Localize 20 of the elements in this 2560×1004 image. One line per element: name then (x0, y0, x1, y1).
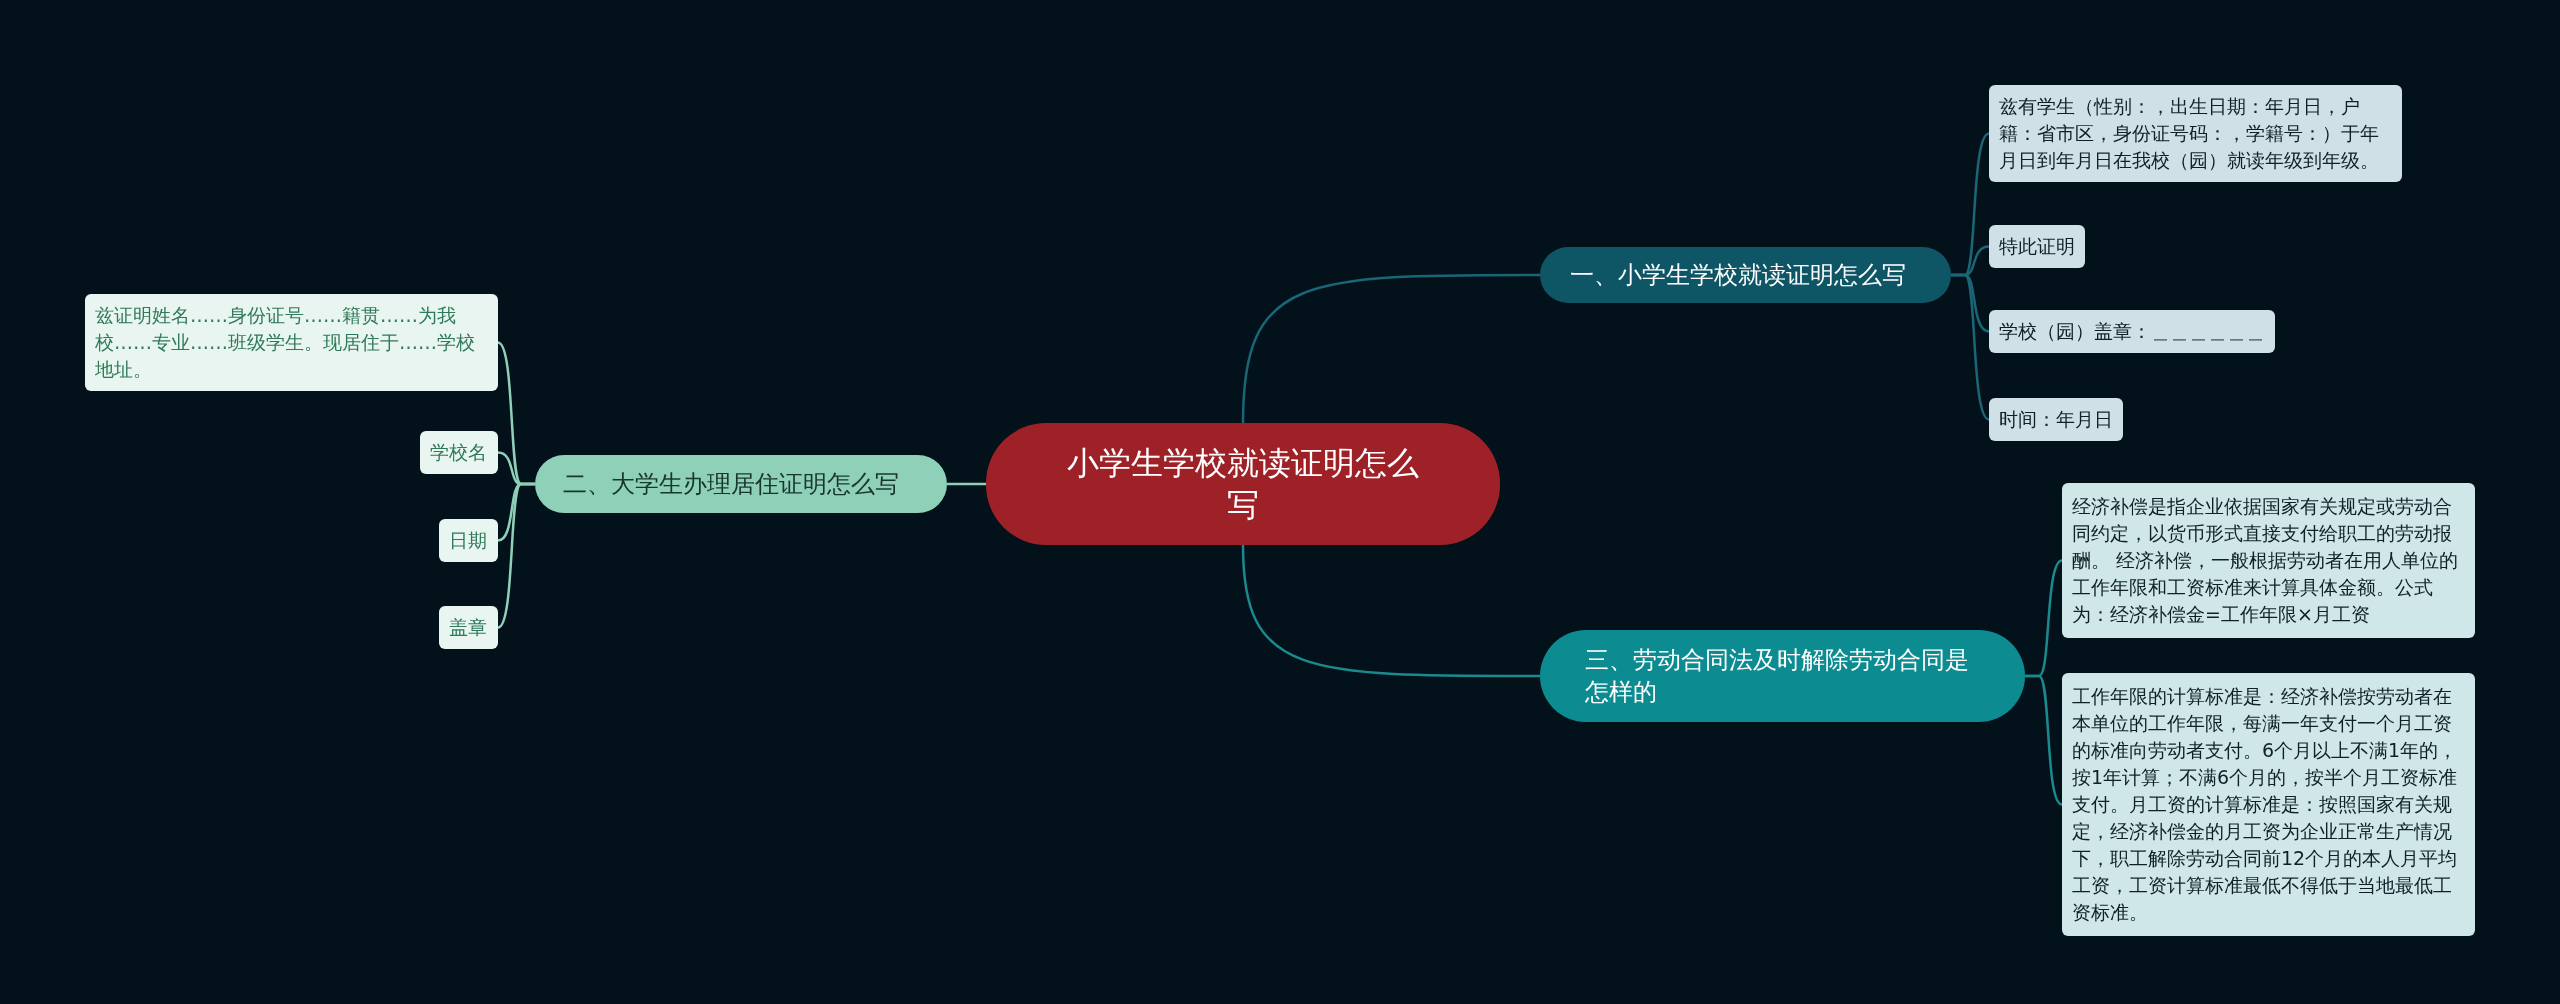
branch-box: 一、小学生学校就读证明怎么写 (1540, 247, 1951, 303)
text-card: 日期 (439, 519, 498, 562)
text-card: 盖章 (439, 606, 498, 649)
branch-box: 二、大学生办理居住证明怎么写 (535, 455, 947, 513)
connector-line (1951, 273, 1990, 421)
connector-line (1241, 273, 1540, 424)
connector-line (2025, 674, 2063, 806)
connector-line (497, 482, 535, 629)
text-card: 兹证明姓名……身份证号……籍贯……为我校……专业……班级学生。现居住于……学校地址。 (85, 294, 498, 391)
text-card: 学校名 (420, 431, 498, 474)
text-card: 时间：年月日 (1989, 398, 2123, 441)
branch-box: 三、劳动合同法及时解除劳动合同是怎样的 (1540, 630, 2025, 722)
topic-box: 小学生学校就读证明怎么写 (986, 423, 1500, 545)
text-card: 特此证明 (1989, 225, 2085, 268)
connector-line (1241, 544, 1540, 678)
connector-line (947, 482, 986, 486)
text-card: 兹有学生（性别：，出生日期：年月日，户籍：省市区，身份证号码：，学籍号：）于年月日到年月日在我校（园）就读年级到年级。 (1989, 85, 2402, 182)
text-card: 工作年限的计算标准是：经济补偿按劳动者在本单位的工作年限，每满一年支付一个月工资的标准向劳动者支付。6个月以上不满1年的，按1年计算；不满6个月的，按半个月工资标准支付。月工资的计算标准是：按照国家有关规定，经济补偿金的月工资为企业正常生产情况下，职工解除劳动合同前12个月的本人月平均工资，工资计算标准最低不得低于当地最低工资标准。 (2062, 673, 2475, 936)
text-card: 学校（园）盖章：＿＿＿＿＿＿ (1989, 310, 2275, 353)
text-card: 经济补偿是指企业依据国家有关规定或劳动合同约定，以货币形式直接支付给职工的劳动报酬。 经济补偿，一般根据劳动者在用人单位的工作年限和工资标准来计算具体金额。公式为：经济补偿金=工作年限×月工资 (2062, 483, 2475, 638)
